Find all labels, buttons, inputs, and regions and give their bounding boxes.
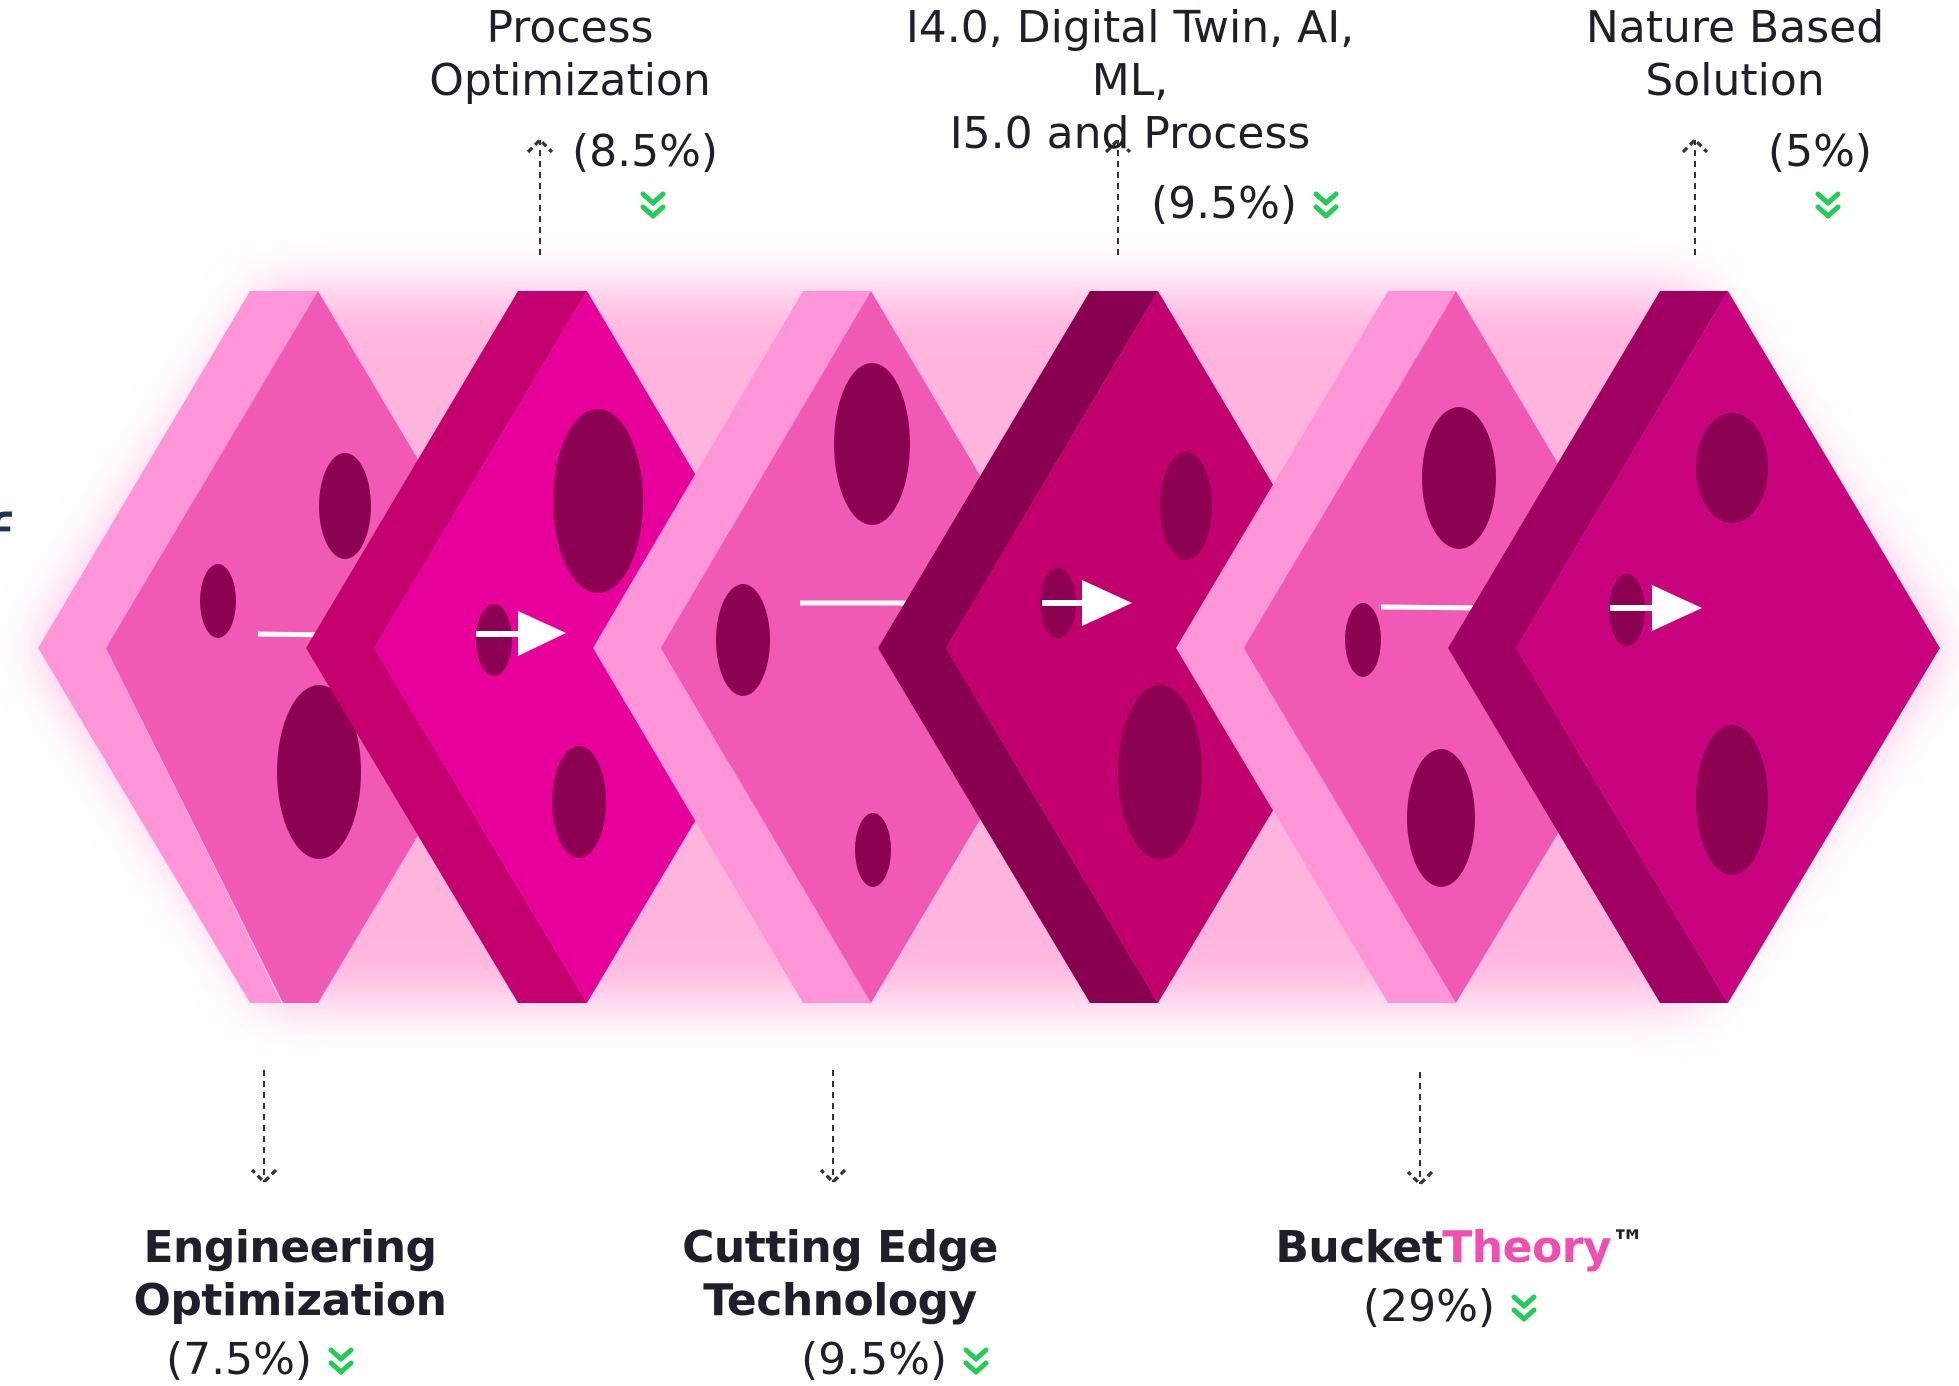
label-percent-row: (9.5%) [1151,178,1339,231]
diamond-5-hole [1407,749,1475,887]
diamond-4-side [878,291,1158,1003]
label-bucket-theory: BucketTheory™ (29%) [1240,1222,1680,1334]
label-cutting-edge-technology: Cutting Edge Technology (9.5%) [680,1222,1000,1386]
label-percent: (5%) [1767,125,1873,177]
diamond-2-top [374,291,798,1003]
label-percent-row: (9.5%) [801,1334,989,1386]
diamond-5-hole [1422,407,1496,549]
diamond-3-hole [834,363,910,525]
arrow-head [1082,580,1132,626]
up-arrows [540,140,1695,255]
diamond-1-hole [319,453,371,559]
label-percent: (29%) [1362,1280,1496,1332]
diamond-4-hole [1160,452,1212,560]
label-nature-based-solution: Nature Based Solution (5%) [1585,2,1885,231]
diamond-6 [1448,291,1940,1003]
diamond-5-hole [1345,603,1381,677]
diamond-6-hole [1696,413,1768,523]
diamond-2-hole [553,409,643,593]
chevron-double-down-icon [1511,1294,1537,1322]
chevron-double-down-icon [640,191,666,219]
diamond-1-hole [277,685,361,859]
label-percent-row: (5%) [1755,126,1885,232]
chevron-double-down-icon [1815,191,1841,219]
label-percent-row: (8.5%) [555,126,735,232]
diamond-2 [306,291,798,1003]
label-percent: (9.5%) [800,1333,948,1385]
arrow-head [1652,585,1702,631]
diamond-3 [593,291,1082,1003]
diamond-6-hole [1696,725,1768,875]
diamond-5 [1176,291,1560,1003]
connector-line [1380,604,1481,611]
diamond-3-hole [855,813,891,887]
label-title: BucketTheory™ [1240,1222,1680,1275]
arrow-head [518,611,566,656]
label-title: Engineering Optimization [133,1222,447,1326]
diamond-3-side [593,291,871,1003]
chevron-double-down-icon [1313,191,1339,219]
label-title: Nature Based Solution [1585,2,1885,106]
diamond-4-top [946,291,1370,1003]
label-process-optimization: Process Optimization (8.5%) [405,2,735,231]
diamond-3-hole [716,584,770,696]
diamond-4-hole [1118,685,1202,859]
diamond-2-hole [552,746,606,858]
label-title: Process Optimization [429,2,711,106]
diamond-1-side [38,291,318,1003]
label-percent: (7.5%) [165,1333,313,1385]
diamond-4 [878,291,1370,1003]
cropped-edge-glyph: f [0,500,11,582]
label-percent: (9.5%) [1150,178,1298,230]
diamond-3-top [661,291,1082,1003]
label-title: I4.0, Digital Twin, AI, ML, I5.0 and Pro… [905,2,1355,159]
label-percent: (8.5%) [571,125,719,177]
label-percent-row: (7.5%) [166,1334,354,1386]
down-arrows [264,1070,1420,1184]
label-title: Cutting Edge Technology [682,1222,998,1326]
chevron-double-down-icon [963,1347,989,1375]
diamond-5-side [1176,291,1456,1003]
diamond-6-top [1516,291,1940,1003]
trademark-symbol: ™ [1611,1223,1645,1263]
diamond-2-side [306,291,587,1003]
diamond-2-hole [476,604,512,676]
label-percent-row: (29%) [1363,1281,1537,1334]
label-digital-twin: I4.0, Digital Twin, AI, ML, I5.0 and Pro… [870,2,1390,231]
label-engineering-optimization: Engineering Optimization (7.5%) [0,1222,580,1386]
label-title-part: Bucket [1275,1222,1443,1273]
chevron-double-down-icon [328,1347,354,1375]
diamond-1-hole [200,564,236,638]
diamond-6-side [1448,291,1728,1003]
label-title-accent: Theory [1442,1222,1612,1273]
